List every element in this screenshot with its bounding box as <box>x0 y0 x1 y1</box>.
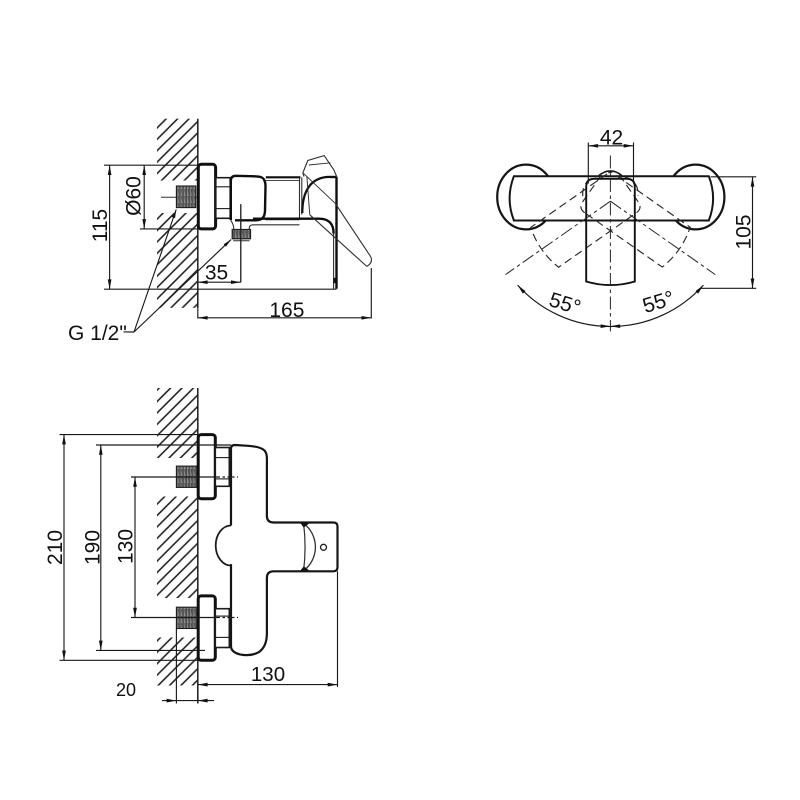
svg-text:210: 210 <box>44 530 67 565</box>
svg-text:115: 115 <box>89 209 112 242</box>
svg-text:165: 165 <box>269 299 304 322</box>
svg-text:130: 130 <box>251 663 285 686</box>
svg-text:42: 42 <box>600 127 623 150</box>
svg-text:G 1/2": G 1/2" <box>68 322 127 345</box>
svg-text:Ø60: Ø60 <box>123 176 146 216</box>
svg-text:190: 190 <box>82 530 105 565</box>
svg-text:130: 130 <box>115 529 138 564</box>
svg-text:20: 20 <box>116 680 136 700</box>
svg-text:105: 105 <box>733 214 756 249</box>
svg-text:35: 35 <box>205 262 228 285</box>
